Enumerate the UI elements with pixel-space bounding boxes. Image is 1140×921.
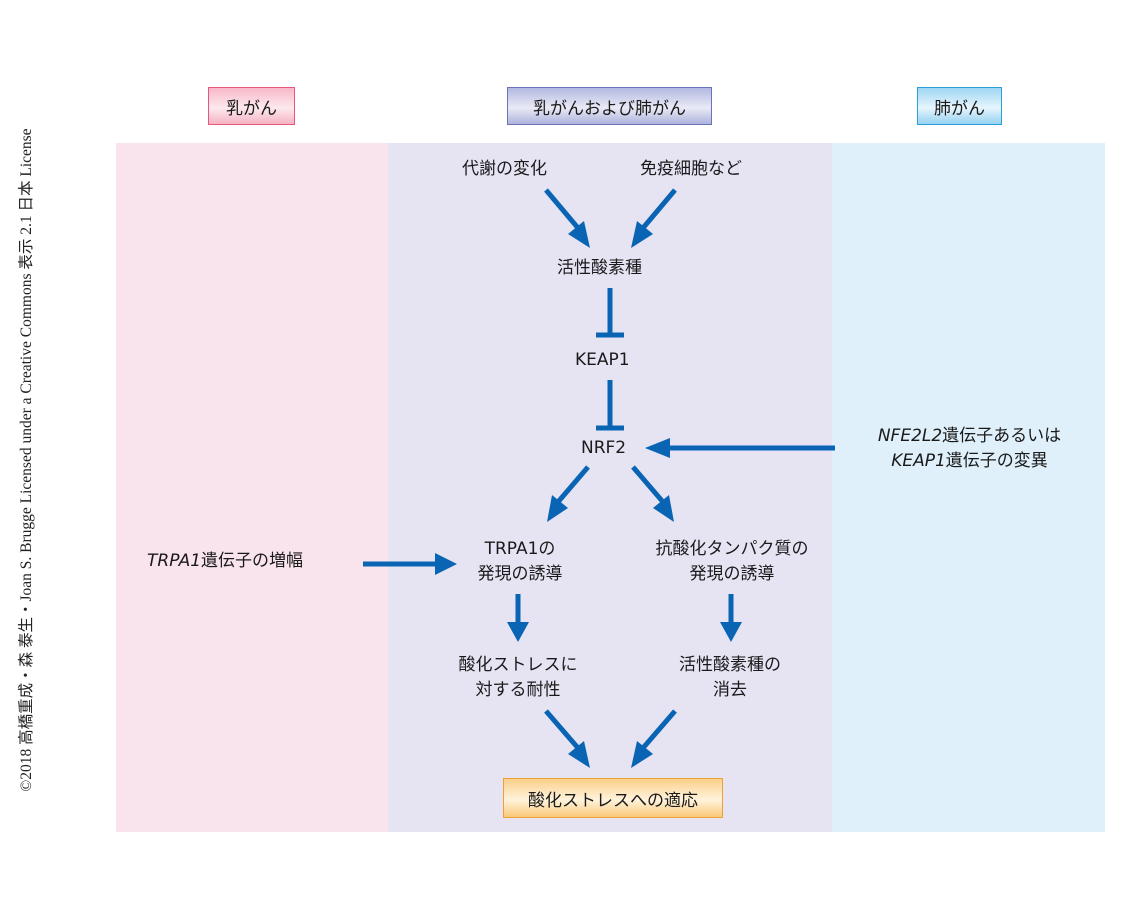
copyright-credit: ©2018 高橋重成・森 泰生・Joan S. Brugge Licensed … [10,30,40,890]
header-breast-cancer: 乳がん [208,87,295,125]
mutation-line-1: NFE2L2遺伝子あるいは [852,424,1087,449]
node-immune-cells: 免疫細胞など [640,159,742,179]
header-breast-and-lung-cancer: 乳がんおよび肺がん [507,87,712,125]
node-ros-scavenging: 活性酸素種の 消去 [660,653,800,703]
resist-line-2: 対する耐性 [475,680,561,700]
header-lung-cancer: 肺がん [917,87,1002,125]
mutation-line-1-text: 遺伝子あるいは [942,426,1062,446]
header-both-label: 乳がんおよび肺がん [533,98,686,119]
node-antioxidant-expression: 抗酸化タンパク質の 発現の誘導 [632,537,832,587]
gene-keap1: KEAP1 [891,451,946,471]
node-stress-resistance: 酸化ストレスに 対する耐性 [448,653,588,703]
header-breast-label: 乳がん [226,98,277,119]
scav-line-2: 消去 [713,680,747,700]
resist-line-1: 酸化ストレスに [458,655,578,675]
gene-nfe2l2: NFE2L2 [877,426,943,446]
trpa1-expr-line-1: TRPA1の [484,539,556,559]
mutation-line-2: KEAP1遺伝子の変異 [852,449,1087,474]
panel-breast-cancer [116,143,388,832]
node-metabolism: 代謝の変化 [462,159,547,179]
node-oxidative-stress-adaptation: 酸化ストレスへの適応 [503,778,723,818]
node-ros: 活性酸素種 [557,258,642,278]
header-lung-label: 肺がん [934,98,985,119]
adaptation-label: 酸化ストレスへの適応 [528,790,698,811]
panel-lung-cancer [832,143,1105,832]
mutation-line-2-text: 遺伝子の変異 [945,451,1048,471]
node-nrf2: NRF2 [581,438,627,458]
antiox-line-2: 発現の誘導 [689,564,775,584]
node-keap1: KEAP1 [575,350,630,370]
gene-trpa1: TRPA1 [147,551,202,571]
panel-breast-and-lung-cancer [388,143,832,832]
credit-text: ©2018 高橋重成・森 泰生・Joan S. Brugge Licensed … [18,128,35,792]
antiox-line-1: 抗酸化タンパク質の [655,539,809,559]
node-trpa1-expression: TRPA1の 発現の誘導 [460,537,580,587]
node-gene-mutation: NFE2L2遺伝子あるいは KEAP1遺伝子の変異 [852,424,1087,474]
trpa1-amp-text: 遺伝子の増幅 [201,551,304,571]
node-trpa1-amplification: TRPA1遺伝子の増幅 [147,549,303,574]
scav-line-1: 活性酸素種の [679,655,781,675]
trpa1-expr-line-2: 発現の誘導 [477,564,563,584]
